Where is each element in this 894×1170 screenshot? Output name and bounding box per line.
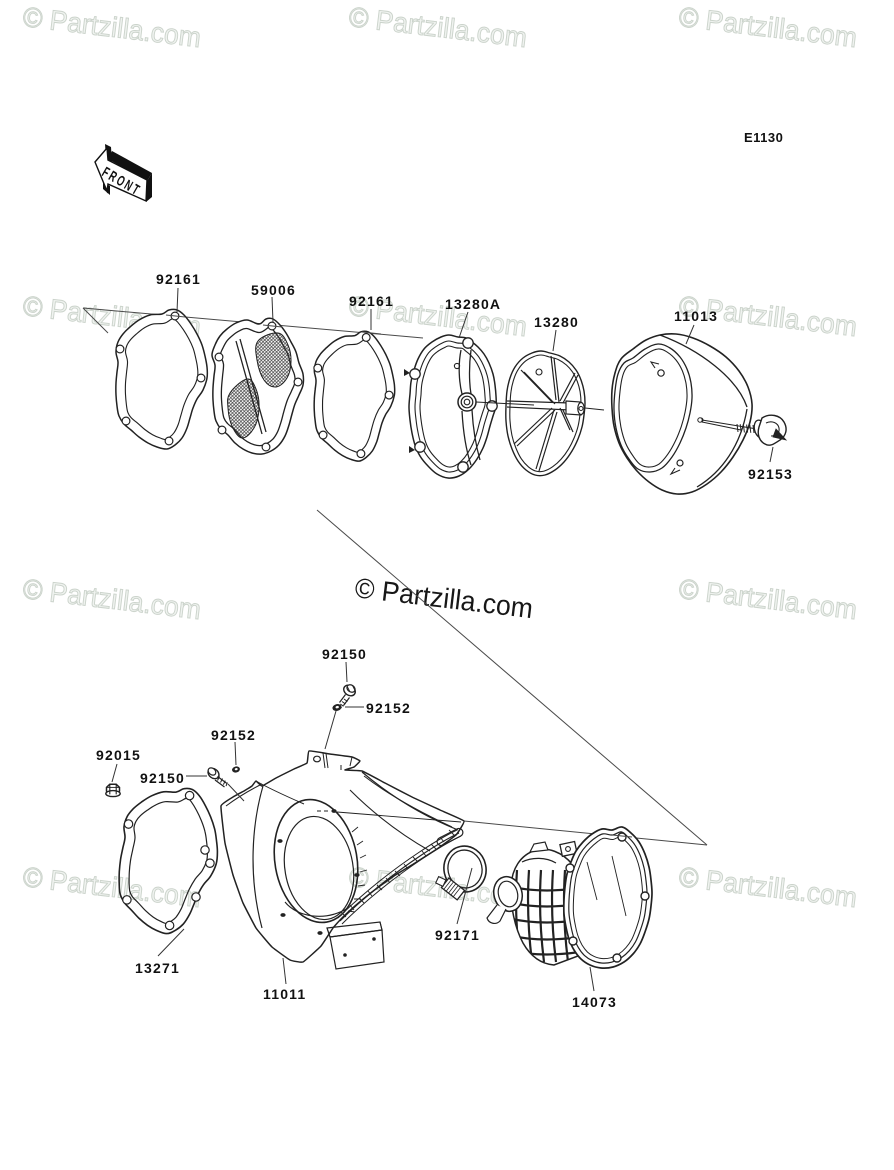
svg-text:14073: 14073 [572, 994, 617, 1010]
svg-text:E1130: E1130 [744, 130, 783, 145]
svg-text:13280A: 13280A [445, 296, 501, 312]
svg-text:92150: 92150 [140, 770, 185, 786]
svg-text:92015: 92015 [96, 747, 141, 763]
svg-text:59006: 59006 [251, 282, 296, 298]
svg-text:13271: 13271 [135, 960, 180, 976]
svg-text:11011: 11011 [263, 986, 306, 1002]
svg-text:92150: 92150 [322, 646, 367, 662]
svg-text:11013: 11013 [674, 308, 718, 324]
svg-text:92152: 92152 [366, 700, 411, 716]
svg-text:92153: 92153 [748, 466, 793, 482]
svg-text:13280: 13280 [534, 314, 579, 330]
svg-text:92171: 92171 [435, 927, 480, 943]
svg-text:92161: 92161 [156, 271, 201, 287]
svg-text:92161: 92161 [349, 293, 394, 309]
svg-text:92152: 92152 [211, 727, 256, 743]
